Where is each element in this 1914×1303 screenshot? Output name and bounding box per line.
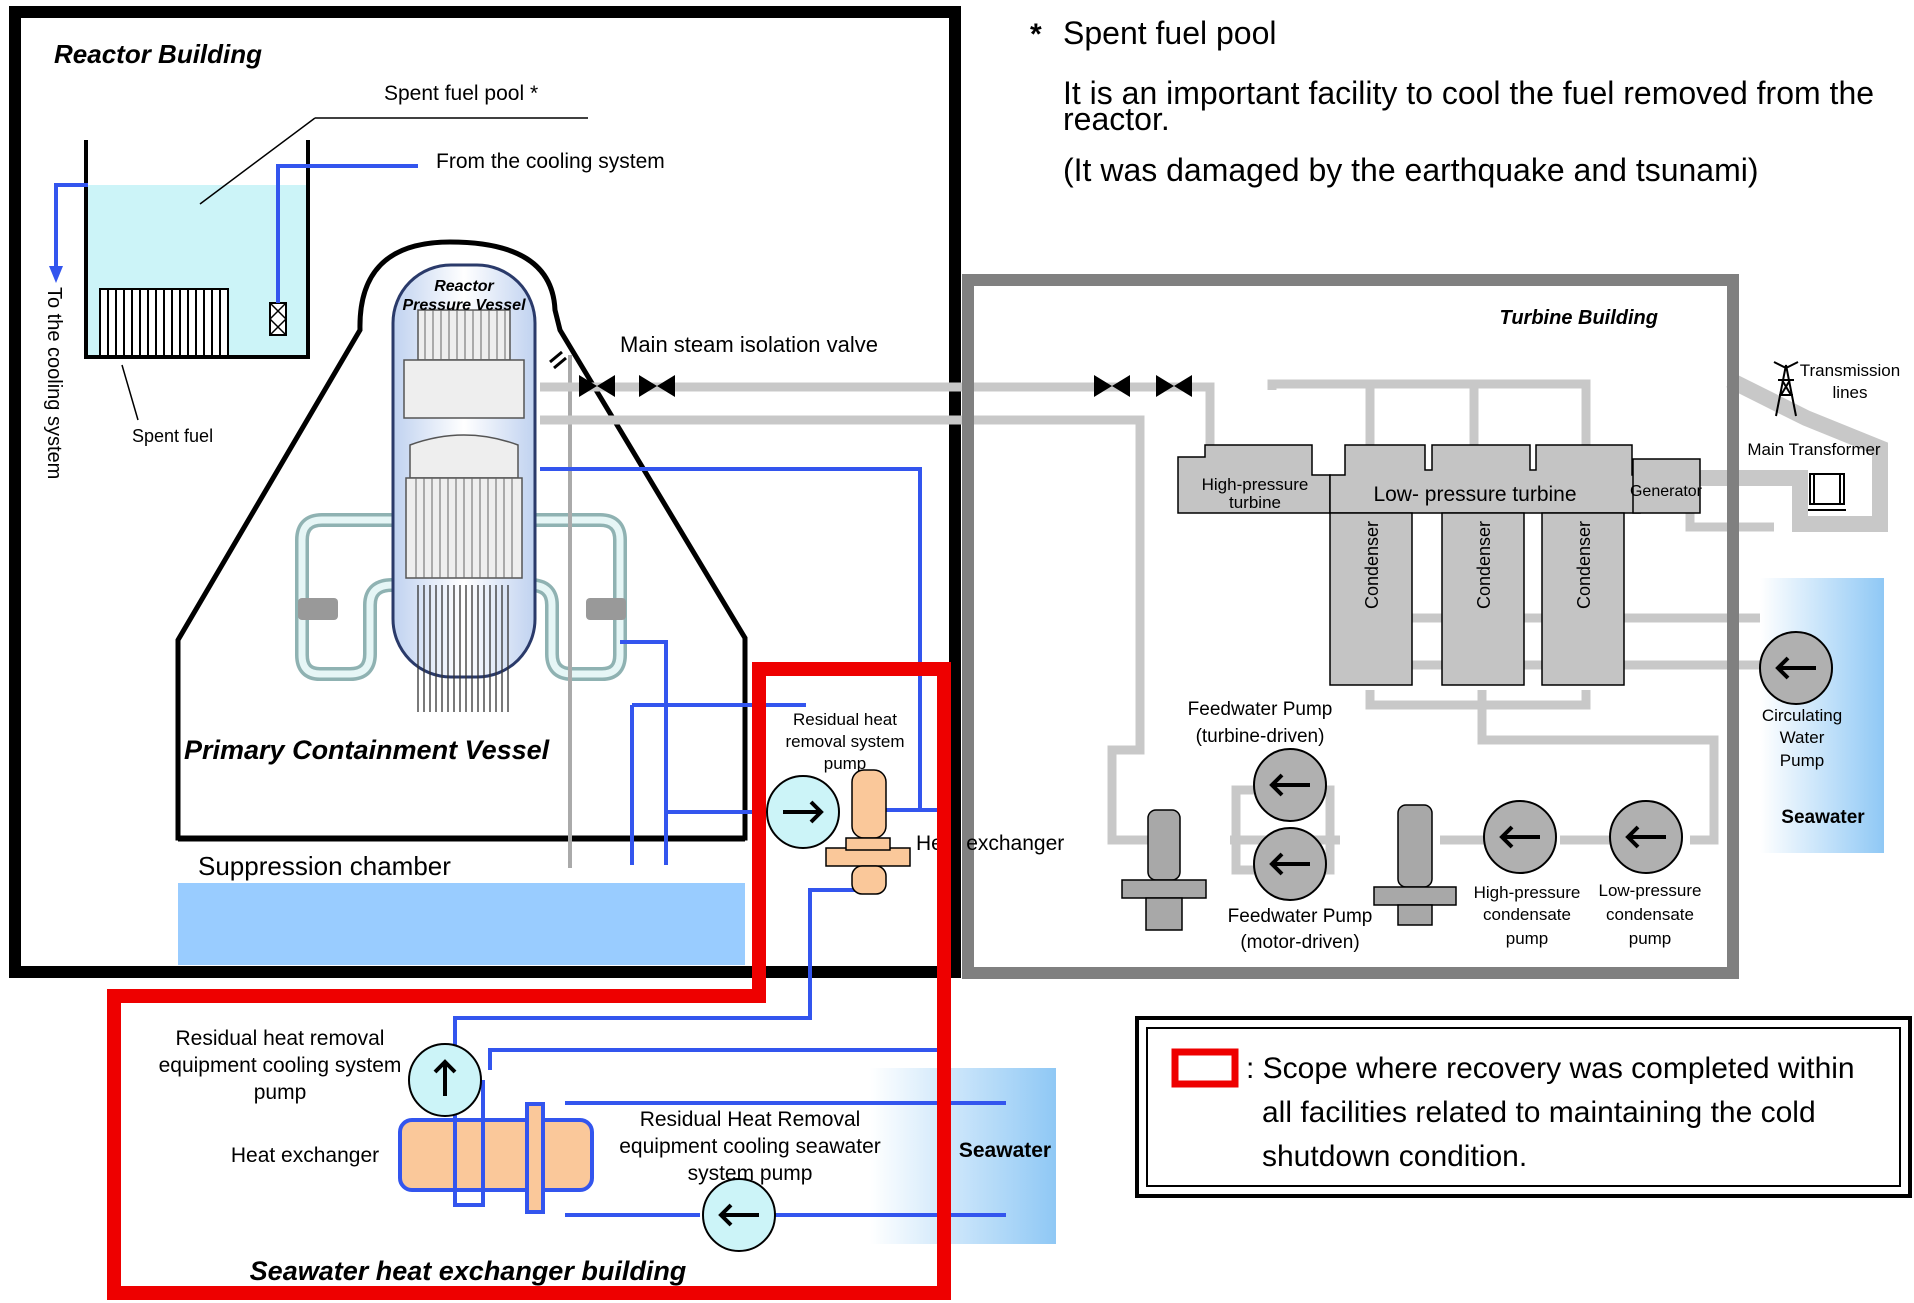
rhr-pump-label-2: removal system <box>785 732 904 751</box>
feedwater-pump-motor-driven <box>1253 827 1327 901</box>
hp-heater-body <box>1373 804 1457 926</box>
pool-return-pipe <box>54 183 88 270</box>
rhr-pump-label-1: Residual heat <box>793 710 897 729</box>
turbine-seawater-label: Seawater <box>1781 807 1865 828</box>
msiv-icon-group <box>579 375 1192 397</box>
hp-condensate-label-2: condensate <box>1483 905 1571 924</box>
turbine-building-wall <box>962 274 1739 979</box>
spent-fuel-rack <box>99 288 229 357</box>
rhr-heat-exchanger <box>825 769 911 895</box>
hp-condensate-label-1: High-pressure <box>1474 883 1581 902</box>
pcv-label: Primary Containment Vessel <box>184 735 550 765</box>
cooling-pump-label-2: equipment cooling system <box>159 1054 402 1077</box>
recirc-pump-right <box>586 598 626 620</box>
fw-turbine-label-1: Feedwater Pump <box>1188 699 1333 720</box>
spent-fuel-label: Spent fuel <box>132 426 213 446</box>
lp-condensate-label-2: condensate <box>1606 905 1694 924</box>
turbine-set <box>1177 444 1701 514</box>
condenser-label-3: Condenser <box>1574 521 1594 609</box>
pool-inlet-nozzle <box>269 302 287 336</box>
rhr-pump-label-3: pump <box>824 754 867 773</box>
lp-condensate-label-3: pump <box>1629 929 1672 948</box>
rhr-cooling-pump <box>408 1043 482 1117</box>
seawater-heat-exchanger <box>398 1102 594 1214</box>
note-line-1: It is an important facility to cool the … <box>1063 75 1874 111</box>
transmission-tower-icon <box>1773 361 1799 417</box>
pool-return-arrow <box>49 266 63 283</box>
condenser-label-1: Condenser <box>1362 521 1382 609</box>
legend-text-2: all facilities related to maintaining th… <box>1262 1096 1816 1129</box>
msiv-label: Main steam isolation valve <box>620 332 878 357</box>
hp-condensate-pump <box>1483 800 1557 874</box>
recovery-scope-outline <box>107 662 951 1300</box>
fw-motor-label-2: (motor-driven) <box>1240 932 1359 953</box>
pool-supply-pipe <box>276 164 418 303</box>
condenser-label-2: Condenser <box>1474 521 1494 609</box>
suppression-chamber-label: Suppression chamber <box>198 851 451 881</box>
lp-condensate-label-1: Low-pressure <box>1599 881 1702 900</box>
reactor-building-title: Reactor Building <box>54 39 262 69</box>
reactor-building-wall <box>9 6 961 978</box>
transmission-label-1: Transmission <box>1800 361 1900 380</box>
hp-turbine-label-2: turbine <box>1229 493 1281 512</box>
to-cooling-system-label: To the cooling system <box>43 287 65 479</box>
turbine-building-title: Turbine Building <box>1499 307 1658 329</box>
safety-relief-valve-icon <box>549 350 567 370</box>
legend-text-1: : Scope where recovery was completed wit… <box>1246 1052 1855 1085</box>
lp-condensate-pump <box>1609 800 1683 874</box>
main-transformer-label: Main Transformer <box>1747 440 1881 459</box>
rhr-seawater-pump <box>702 1178 776 1252</box>
note-asterisk: * <box>1030 18 1042 51</box>
rpv-label-line2: Pressure Vessel <box>402 297 526 314</box>
feedwater-pump-turbine-driven <box>1253 748 1327 822</box>
seawater-pump-label-3: system pump <box>688 1162 813 1185</box>
from-cooling-system-label: From the cooling system <box>436 150 665 173</box>
pool-leader-lines <box>121 117 588 421</box>
legend-red-swatch <box>1171 1048 1239 1088</box>
rhr-heat-exchanger-label: Heat exchanger <box>916 832 1064 855</box>
condensers <box>1329 512 1625 686</box>
seawater-pump-label-2: equipment cooling seawater <box>619 1135 881 1158</box>
generator-label: Generator <box>1630 483 1703 500</box>
recirc-pump-left <box>298 598 338 620</box>
transmission-path <box>1690 372 1888 532</box>
legend-text-3: shutdown condition. <box>1262 1140 1527 1173</box>
legend-box-inner <box>1146 1027 1901 1187</box>
lp-turbine-label: Low- pressure turbine <box>1373 483 1576 506</box>
cooling-pump-label-3: pump <box>254 1081 307 1104</box>
seawater-pump-label-1: Residual Heat Removal <box>640 1108 861 1131</box>
spent-fuel-pool-label: Spent fuel pool * <box>384 82 538 105</box>
note-line-2: reactor. <box>1063 101 1170 137</box>
fw-motor-label-1: Feedwater Pump <box>1228 906 1373 927</box>
note-title: Spent fuel pool <box>1063 15 1277 51</box>
circ-pump-label-3: Pump <box>1780 751 1824 770</box>
legend-box-outer <box>1135 1016 1912 1198</box>
note-line-3: (It was damaged by the earthquake and ts… <box>1063 152 1759 188</box>
seawater-building-title: Seawater heat exchanger building <box>250 1256 687 1286</box>
building-seawater-label: Seawater <box>959 1139 1051 1162</box>
seawater-area-turbine <box>1760 578 1884 853</box>
circ-pump-label-2: Water <box>1780 728 1825 747</box>
main-transformer-icon <box>1808 473 1846 511</box>
circ-pump-label-1: Circulating <box>1762 706 1842 725</box>
seawater-hx-label: Heat exchanger <box>231 1144 379 1167</box>
control-rod-drives <box>417 585 509 712</box>
circulating-water-pump <box>1759 631 1833 705</box>
feedwater-pump-turbine-body <box>1121 809 1207 931</box>
hp-turbine-label-1: High-pressure <box>1202 475 1309 494</box>
rpv-label-line1: Reactor <box>434 278 494 295</box>
fw-turbine-label-2: (turbine-driven) <box>1196 726 1325 747</box>
rhr-pump <box>766 775 840 849</box>
transmission-label-2: lines <box>1833 383 1868 402</box>
suppression-pool-water <box>178 883 745 965</box>
hp-condensate-label-3: pump <box>1506 929 1549 948</box>
cooling-pump-label-1: Residual heat removal <box>176 1027 385 1050</box>
